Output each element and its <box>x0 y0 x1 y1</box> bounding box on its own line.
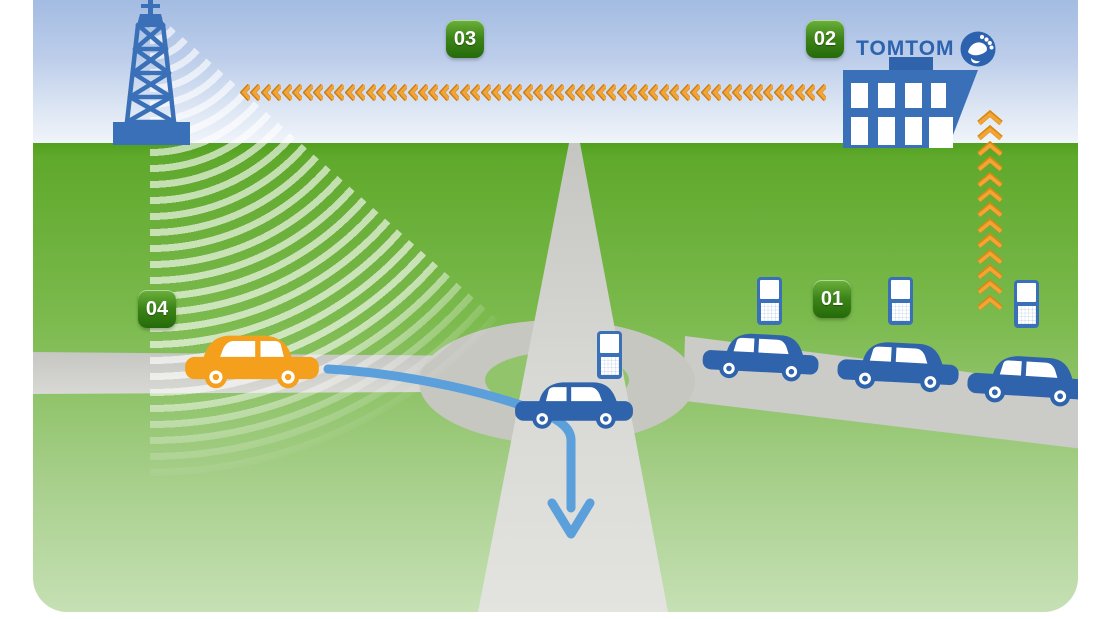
chevron-left-icon <box>700 84 711 101</box>
chevron-up-icon <box>977 233 1003 249</box>
chevron-left-icon <box>627 84 638 101</box>
chevron-left-icon <box>313 84 324 101</box>
chevron-left-icon <box>240 84 250 101</box>
chevron-left-icon <box>805 84 816 101</box>
chevron-left-icon <box>543 84 554 101</box>
chevron-left-icon <box>459 84 470 101</box>
chevron-up-icon <box>977 264 1003 280</box>
chevron-left-icon <box>690 84 701 101</box>
car-blue-queue-icon <box>835 331 963 397</box>
chevron-up-icon <box>977 248 1003 264</box>
chevron-left-icon <box>386 84 397 101</box>
chevron-left-icon <box>376 84 387 101</box>
chevron-left-icon <box>658 84 669 101</box>
chevron-left-icon <box>501 84 512 101</box>
chevron-left-icon <box>669 84 680 101</box>
chevron-left-icon <box>470 84 481 101</box>
chevron-left-icon <box>784 84 795 101</box>
step-badge-01: 01 <box>813 280 851 318</box>
car-orange-icon <box>183 326 321 392</box>
chevron-up-icon <box>977 202 1003 218</box>
chevron-left-icon <box>323 84 334 101</box>
chevron-up-icon <box>977 217 1003 233</box>
chevron-up-icon <box>977 140 1003 156</box>
chevron-up-icon <box>977 156 1003 172</box>
chevron-left-icon <box>281 84 292 101</box>
chevron-left-icon <box>250 84 261 101</box>
mobile-phone-icon <box>888 277 913 325</box>
chevron-left-icon <box>616 84 627 101</box>
chevron-left-icon <box>365 84 376 101</box>
chevron-left-icon <box>732 84 743 101</box>
radio-tower-icon <box>113 0 190 145</box>
chevron-left-icon <box>355 84 366 101</box>
chevron-left-icon <box>438 84 449 101</box>
chevron-up-icon <box>977 279 1003 295</box>
tomtom-building-icon <box>843 57 978 148</box>
mobile-phone-icon <box>597 331 622 379</box>
mobile-phone-icon <box>1014 280 1039 328</box>
chevron-left-icon <box>721 84 732 101</box>
chevron-left-icon <box>773 84 784 101</box>
chevron-left-icon <box>585 84 596 101</box>
chevron-left-icon <box>711 84 722 101</box>
chevron-up-icon <box>977 110 1003 125</box>
car-blue-queue-icon <box>700 323 823 386</box>
chevron-up-icon <box>977 171 1003 187</box>
chevron-left-icon <box>417 84 428 101</box>
chevron-left-icon <box>595 84 606 101</box>
chevron-left-icon <box>648 84 659 101</box>
chevron-left-icon <box>302 84 313 101</box>
chevron-left-icon <box>449 84 460 101</box>
chevron-left-icon <box>679 84 690 101</box>
chevron-left-icon <box>533 84 544 101</box>
chevron-left-icon <box>564 84 575 101</box>
brand-logo: TOMTOM <box>856 31 997 67</box>
chevron-up-icon <box>977 294 1003 310</box>
chevron-left-icon <box>292 84 303 101</box>
chevron-left-icon <box>637 84 648 101</box>
chevron-left-icon <box>407 84 418 101</box>
mobile-phone-icon <box>757 277 782 325</box>
chevron-up-icon <box>977 125 1003 141</box>
chevron-left-icon <box>794 84 805 101</box>
step-badge-label: 02 <box>813 27 837 50</box>
chevron-left-icon <box>752 84 763 101</box>
chevron-left-icon <box>344 84 355 101</box>
step-badge-label: 04 <box>145 297 169 320</box>
chevron-left-icon <box>260 84 271 101</box>
chevron-left-icon <box>763 84 774 101</box>
car-blue-queue-icon <box>964 344 1078 412</box>
chevron-left-icon <box>512 84 523 101</box>
step-badge-label: 03 <box>453 27 477 50</box>
chevron-left-icon <box>742 84 753 101</box>
car-blue-roundabout-icon <box>513 374 635 432</box>
chevron-left-icon <box>815 84 826 101</box>
chevron-left-icon <box>575 84 585 101</box>
data-flow-building-to-tower <box>240 84 826 101</box>
chevron-left-icon <box>522 84 533 101</box>
step-badge-02: 02 <box>806 20 844 58</box>
tomtom-globe-icon <box>960 31 996 67</box>
brand-logo-text: TOMTOM <box>856 37 955 60</box>
chevron-left-icon <box>554 84 565 101</box>
scene-card: TOMTOM <box>33 0 1078 612</box>
chevron-up-icon <box>977 187 1003 203</box>
step-badge-label: 01 <box>820 287 844 310</box>
chevron-left-icon <box>480 84 491 101</box>
chevron-left-icon <box>271 84 282 101</box>
step-badge-03: 03 <box>446 20 484 58</box>
chevron-left-icon <box>334 84 345 101</box>
data-flow-phones-to-building <box>977 110 1003 310</box>
step-badge-04: 04 <box>138 290 176 328</box>
chevron-left-icon <box>491 84 502 101</box>
chevron-left-icon <box>606 84 617 101</box>
chevron-left-icon <box>397 84 408 101</box>
chevron-left-icon <box>428 84 439 101</box>
